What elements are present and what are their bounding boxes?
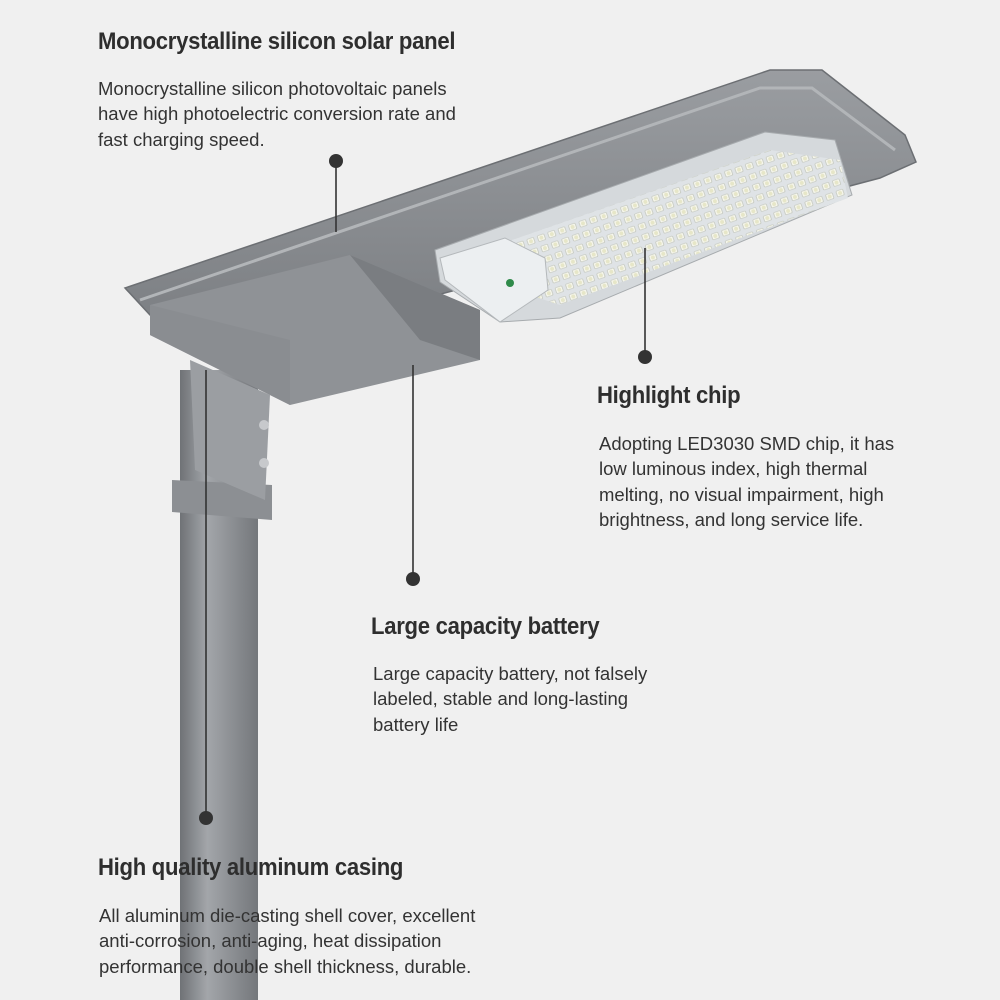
pole — [172, 360, 272, 1000]
chip-title: Highlight chip — [597, 382, 741, 409]
chip-description: Adopting LED3030 SMD chip, it has low lu… — [599, 431, 894, 532]
description-line: melting, no visual impairment, high — [599, 483, 884, 505]
description-line: low luminous index, high thermal — [599, 458, 868, 480]
description-line: performance, double shell thickness, dur… — [99, 955, 472, 977]
callout-lines — [199, 154, 652, 825]
battery-title: Large capacity battery — [371, 613, 600, 640]
description-line: fast charging speed. — [98, 128, 265, 150]
description-line: have high photoelectric conversion rate … — [98, 103, 456, 125]
battery-description: Large capacity battery, not falsely labe… — [373, 661, 647, 737]
casing-description: All aluminum die-casting shell cover, ex… — [99, 903, 475, 979]
description-line: brightness, and long service life. — [599, 508, 864, 530]
solar-panel-description: Monocrystalline silicon photovoltaic pan… — [98, 76, 456, 152]
description-line: Adopting LED3030 SMD chip, it has — [599, 433, 895, 454]
description-line: battery life — [373, 713, 459, 735]
solar-panel-title: Monocrystalline silicon solar panel — [98, 28, 456, 55]
casing-title: High quality aluminum casing — [98, 854, 404, 881]
description-line: Large capacity battery, not falsely — [373, 663, 648, 684]
description-line: labeled, stable and long-lasting — [373, 688, 629, 710]
description-line: All aluminum die-casting shell cover, ex… — [99, 905, 476, 926]
description-line: anti-corrosion, anti-aging, heat dissipa… — [99, 930, 442, 952]
lamp-head — [123, 69, 917, 405]
description-line: Monocrystalline silicon photovoltaic pan… — [98, 78, 447, 99]
